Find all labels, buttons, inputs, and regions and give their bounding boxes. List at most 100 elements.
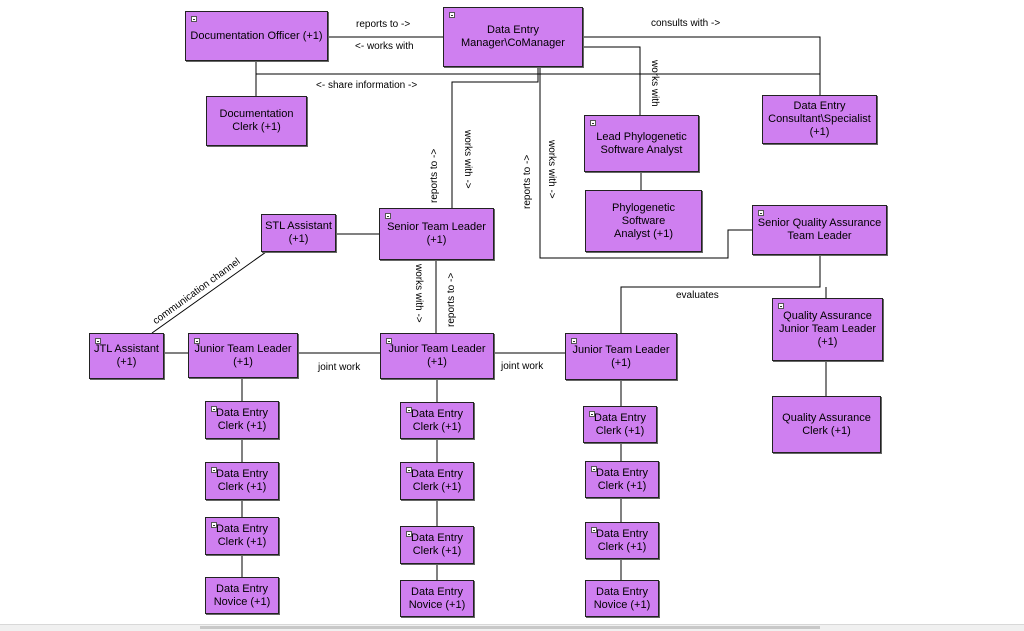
collapse-icon[interactable]: [591, 466, 597, 472]
data-entry-clerk-node[interactable]: Data Entry Clerk (+1): [205, 462, 279, 500]
node-label-line1: Quality Assurance: [783, 310, 872, 322]
edge-label-reports-to-stl: reports to ->: [429, 148, 440, 203]
documentation-clerk-node[interactable]: Documentation Clerk (+1): [206, 96, 307, 146]
node-label-line2: (+1): [426, 234, 447, 246]
collapse-icon[interactable]: [449, 12, 455, 18]
node-label-line1: Data Entry: [596, 585, 648, 598]
edge-label-reports-to: reports to ->: [356, 19, 411, 30]
node-label-line2: Manager\CoManager: [461, 37, 565, 49]
node-label-line1: Data Entry: [487, 24, 539, 36]
collapse-icon[interactable]: [406, 467, 412, 473]
edge-label-works-with-stl: works with ->: [462, 130, 473, 189]
collapse-icon[interactable]: [571, 338, 577, 344]
edge-label-joint-work: joint work: [318, 362, 361, 373]
edge-label-share-information: <- share information ->: [316, 80, 418, 91]
data-entry-clerk-node[interactable]: Data Entry Clerk (+1): [205, 517, 279, 555]
node-label-line2: Clerk (+1): [802, 424, 851, 437]
edge-label-evaluates: evaluates: [676, 290, 719, 301]
collapse-icon[interactable]: [191, 16, 197, 22]
node-label-line2: (+1): [427, 356, 447, 368]
senior-team-leader-node[interactable]: Senior Team Leader (+1): [379, 208, 494, 260]
collapse-icon[interactable]: [386, 338, 392, 344]
data-entry-clerk-node[interactable]: Data Entry Clerk (+1): [585, 461, 659, 498]
node-label-line1: Data Entry: [411, 532, 463, 544]
node-label-line1: Data Entry: [793, 100, 846, 112]
data-entry-consultant-node[interactable]: Data Entry Consultant\Specialist (+1): [762, 95, 877, 144]
collapse-icon[interactable]: [211, 522, 217, 528]
collapse-icon[interactable]: [758, 210, 764, 216]
node-label-line2: Novice (+1): [408, 598, 466, 611]
collapse-icon[interactable]: [385, 213, 391, 219]
node-label-line2: Clerk (+1): [217, 481, 267, 493]
collapse-icon[interactable]: [589, 411, 595, 417]
node-label-line2: Clerk (+1): [597, 479, 647, 492]
collapse-icon[interactable]: [590, 120, 596, 126]
node-label-line1: Phylogenetic Software: [612, 201, 675, 227]
node-label-line2: Novice (+1): [593, 598, 651, 611]
collapse-icon[interactable]: [95, 338, 101, 344]
data-entry-manager-node[interactable]: Data Entry Manager\CoManager: [443, 7, 583, 67]
data-entry-clerk-node[interactable]: Data Entry Clerk (+1): [205, 401, 279, 439]
collapse-icon[interactable]: [211, 467, 217, 473]
node-label: Documentation Officer (+1): [190, 29, 323, 42]
edge-label-joint-work: joint work: [501, 361, 544, 372]
node-label-line2: Novice (+1): [213, 595, 271, 608]
data-entry-clerk-node[interactable]: Data Entry Clerk (+1): [583, 406, 657, 443]
edge-label-works-with-phylo: works with: [649, 60, 660, 107]
collapse-icon[interactable]: [211, 406, 217, 412]
node-label-line2: (+1): [288, 233, 309, 245]
collapse-icon[interactable]: [194, 338, 200, 344]
documentation-officer-node[interactable]: Documentation Officer (+1): [185, 11, 328, 61]
data-entry-clerk-node[interactable]: Data Entry Clerk (+1): [400, 402, 474, 439]
node-label-line2: Software Analyst: [600, 143, 683, 156]
collapse-icon[interactable]: [406, 531, 412, 537]
node-label-line1: JTL Assistant: [93, 343, 159, 355]
node-label-line1: Junior Team Leader: [194, 342, 292, 355]
node-label-line2: Team Leader: [787, 230, 852, 242]
node-label-line1: Senior Team Leader: [387, 221, 486, 233]
node-label-line2: Clerk (+1): [217, 420, 267, 432]
node-label-line1: Data Entry: [596, 527, 648, 540]
node-label-line1: Data Entry: [216, 468, 268, 480]
junior-team-leader-middle-node[interactable]: Junior Team Leader (+1): [380, 333, 494, 379]
node-label-line1: Data Entry: [216, 407, 268, 419]
data-entry-novice-node[interactable]: Data Entry Novice (+1): [205, 577, 279, 614]
node-label-line1: STL Assistant: [265, 220, 332, 232]
collapse-icon[interactable]: [591, 527, 597, 533]
data-entry-clerk-node[interactable]: Data Entry Clerk (+1): [400, 526, 474, 564]
node-label-line1: Data Entry: [216, 582, 268, 595]
node-label-line1: Data Entry: [411, 407, 463, 420]
qa-junior-team-leader-node[interactable]: Quality Assurance Junior Team Leader (+1…: [772, 298, 883, 361]
edge-label-works-with: <- works with: [355, 41, 414, 52]
node-label-line2: Consultant\Specialist: [768, 113, 871, 125]
phylogenetic-analyst-node[interactable]: Phylogenetic Software Analyst (+1): [585, 190, 702, 252]
node-label-line3: (+1): [817, 336, 838, 348]
node-label-line1: Lead Phylogenetic: [596, 130, 687, 143]
junior-team-leader-right-node[interactable]: Junior Team Leader (+1): [565, 333, 677, 380]
junior-team-leader-left-node[interactable]: Junior Team Leader (+1): [188, 333, 298, 378]
data-entry-novice-node[interactable]: Data Entry Novice (+1): [585, 580, 659, 617]
data-entry-novice-node[interactable]: Data Entry Novice (+1): [400, 580, 474, 617]
jtl-assistant-node[interactable]: JTL Assistant (+1): [89, 333, 164, 379]
edge-label-consults-with: consults with ->: [651, 18, 721, 29]
node-label-line2: (+1): [233, 355, 253, 368]
node-label-line1: Data Entry: [411, 585, 463, 598]
qa-clerk-node[interactable]: Quality Assurance Clerk (+1): [772, 396, 881, 453]
edge-label-reports-to-jtl: reports to ->: [446, 272, 457, 327]
edge-label-works-with-jtl: works with ->: [413, 264, 424, 323]
node-label-line3: (+1): [809, 126, 830, 138]
collapse-icon[interactable]: [778, 303, 784, 309]
data-entry-clerk-node[interactable]: Data Entry Clerk (+1): [400, 462, 474, 500]
stl-assistant-node[interactable]: STL Assistant (+1): [261, 214, 336, 252]
node-label-line1: Senior Quality Assurance: [757, 217, 882, 229]
node-label-line2: (+1): [116, 356, 137, 368]
senior-qa-team-leader-node[interactable]: Senior Quality Assurance Team Leader: [752, 205, 887, 255]
node-label-line2: Clerk (+1): [232, 121, 281, 133]
lead-phylogenetic-analyst-node[interactable]: Lead Phylogenetic Software Analyst: [584, 115, 699, 172]
node-label-line1: Junior Team Leader: [388, 343, 486, 355]
data-entry-clerk-node[interactable]: Data Entry Clerk (+1): [585, 522, 659, 559]
collapse-icon[interactable]: [406, 407, 412, 413]
node-label-line1: Data Entry: [594, 411, 646, 424]
edge-label-works-with-mgr: works with ->: [546, 140, 557, 199]
horizontal-scrollbar-thumb[interactable]: [200, 626, 820, 629]
